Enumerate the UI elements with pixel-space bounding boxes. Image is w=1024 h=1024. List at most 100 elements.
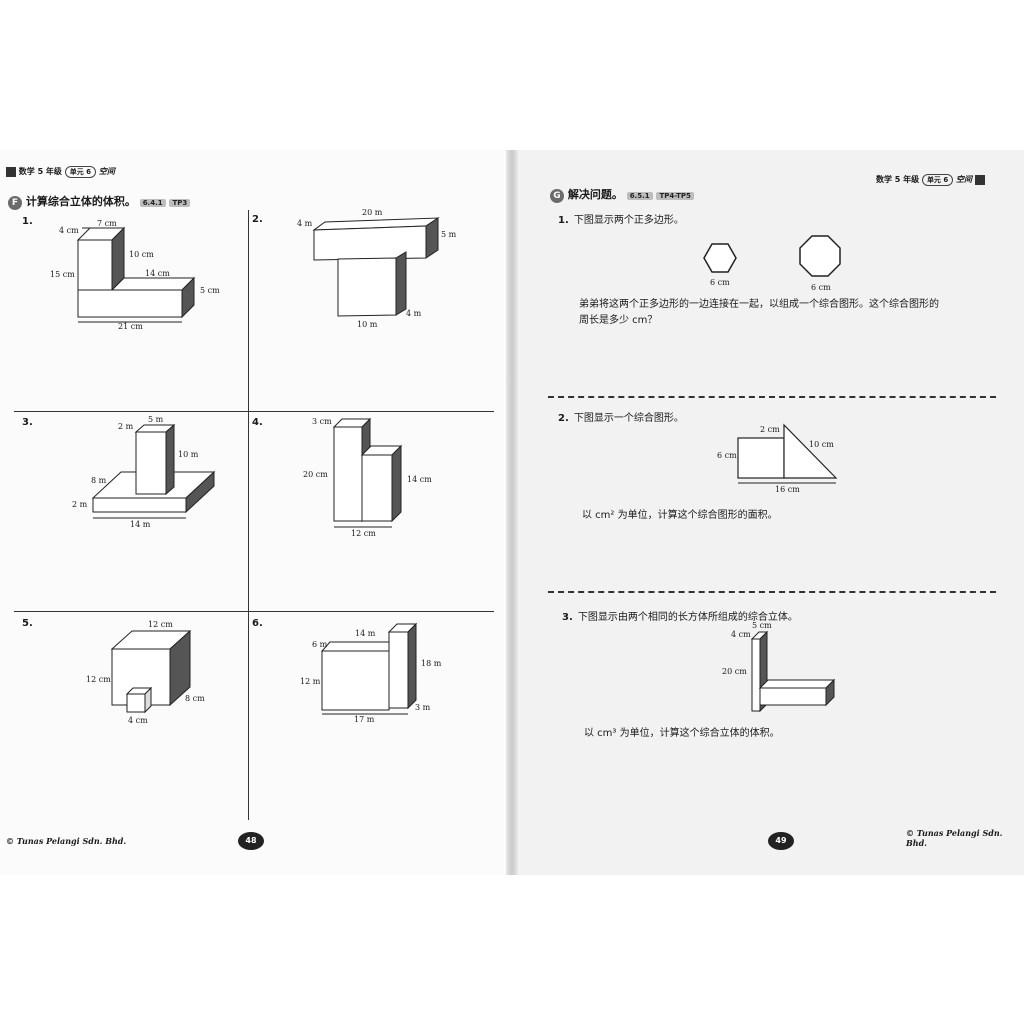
right-q1-heading: 1. 下图显示两个正多边形。: [558, 208, 684, 227]
header-subject: 数学 5 年级: [876, 175, 920, 184]
q2-label: 5 m: [441, 230, 457, 239]
question-number-1: 1.: [22, 216, 33, 227]
q2-label: 20 m: [362, 208, 383, 217]
q1-label: 4 cm: [59, 226, 79, 235]
q4-label: 3 cm: [312, 417, 332, 426]
right-q3-heading: 3. 下图显示由两个相同的长方体所组成的综合立体。: [562, 605, 798, 624]
q5-label: 12 cm: [148, 620, 173, 629]
section-letter: F: [8, 196, 22, 210]
q6-label: 14 m: [355, 629, 376, 638]
section-letter: G: [550, 189, 564, 203]
question-number: 3.: [562, 612, 573, 623]
logo-icon: [974, 174, 985, 185]
grid-vertical-line: [248, 210, 249, 820]
section-tp: TP4-TP5: [656, 192, 694, 200]
right-header: 数学 5 年级 单元 6 空间: [876, 174, 985, 186]
left-footer-copyright: © Tunas Pelangi Sdn. Bhd.: [6, 836, 127, 846]
q2-label: 16 cm: [775, 485, 800, 494]
q2-label: 10 m: [357, 320, 378, 329]
q4-label: 14 cm: [407, 475, 432, 484]
page-number-48: 48: [238, 832, 264, 850]
header-title: 空间: [956, 175, 973, 184]
page-number-49: 49: [768, 832, 794, 850]
q3-label: 5 m: [148, 415, 164, 424]
q2-label: 4 m: [406, 309, 422, 318]
header-subject: 数学 5 年级: [18, 167, 62, 176]
question-number-4: 4.: [252, 417, 263, 428]
question-number: 2.: [558, 413, 569, 424]
q1-body: 弟弟将这两个正多边形的一边连接在一起，以组成一个综合图形。这个综合图形的 周长是…: [579, 297, 999, 329]
q6-label: 18 m: [421, 659, 442, 668]
q1-label: 14 cm: [145, 269, 170, 278]
question-text: 下图显示由两个相同的长方体所组成的综合立体。: [577, 612, 798, 623]
octagon-label: 6 cm: [811, 283, 831, 292]
book-spine: [506, 150, 518, 875]
q6-label: 6 m: [312, 640, 328, 649]
q4-label: 20 cm: [303, 470, 328, 479]
right-page: [514, 150, 1024, 875]
q3-instruction: 以 cm³ 为单位，计算这个综合立体的体积。: [584, 728, 780, 739]
q3-label: 10 m: [178, 450, 199, 459]
q2-label: 4 m: [297, 219, 313, 228]
q3-label: 2 m: [118, 422, 134, 431]
logo-icon: [6, 166, 16, 177]
question-number-5: 5.: [22, 618, 33, 629]
right-q2-heading: 2. 下图显示一个综合图形。: [558, 406, 684, 425]
hexagon-shape: [703, 243, 737, 273]
q3-label: 20 cm: [722, 667, 747, 676]
q3-label: 8 m: [91, 476, 107, 485]
question-text: 下图显示两个正多边形。: [573, 215, 684, 226]
grid-line-2: [14, 611, 494, 612]
section-code: 6.4.1: [139, 199, 166, 207]
section-title: 计算综合立体的体积。: [25, 195, 136, 208]
q1-label: 5 cm: [200, 286, 220, 295]
q2-instruction: 以 cm² 为单位，计算这个综合图形的面积。: [582, 510, 778, 521]
q2-label: 10 cm: [809, 440, 834, 449]
section-title: 解决问题。: [567, 188, 623, 201]
grid-line-1: [14, 411, 494, 412]
q3-label: 14 m: [130, 520, 151, 529]
question-number-3: 3.: [22, 417, 33, 428]
right-footer-copyright: © Tunas Pelangi Sdn. Bhd.: [906, 828, 1003, 848]
q1-label: 21 cm: [118, 322, 143, 331]
header-title: 空间: [98, 167, 115, 176]
section-f-title: F 计算综合立体的体积。 6.4.1 TP3: [8, 193, 191, 210]
left-header: 数学 5 年级 单元 6 空间: [6, 166, 115, 178]
q1-label: 10 cm: [129, 250, 154, 259]
q6-label: 17 m: [354, 715, 375, 724]
divider-dashed: [548, 396, 996, 398]
section-tp: TP3: [169, 199, 191, 207]
q2-label: 6 cm: [717, 451, 737, 460]
question-number-6: 6.: [252, 618, 263, 629]
q5-label: 4 cm: [128, 716, 148, 725]
header-unit: 单元 6: [921, 174, 954, 186]
section-code: 6.5.1: [626, 192, 653, 200]
octagon-shape: [799, 235, 841, 277]
question-number-2: 2.: [252, 214, 263, 225]
q4-label: 12 cm: [351, 529, 376, 538]
header-unit: 单元 6: [64, 166, 97, 178]
q6-label: 12 m: [300, 677, 321, 686]
question-text: 下图显示一个综合图形。: [573, 413, 684, 424]
q5-label: 8 cm: [185, 694, 205, 703]
q3-label: 5 cm: [752, 621, 772, 630]
divider-dashed: [548, 591, 996, 593]
q5-label: 12 cm: [86, 675, 111, 684]
question-number: 1.: [558, 215, 569, 226]
q6-label: 3 m: [415, 703, 431, 712]
q2-label: 2 cm: [760, 425, 780, 434]
q1-label: 15 cm: [50, 270, 75, 279]
q3-label: 4 cm: [731, 630, 751, 639]
section-g-title: G 解决问题。 6.5.1 TP4-TP5: [550, 186, 694, 203]
hexagon-label: 6 cm: [710, 278, 730, 287]
q1-label: 7 cm: [97, 219, 117, 228]
